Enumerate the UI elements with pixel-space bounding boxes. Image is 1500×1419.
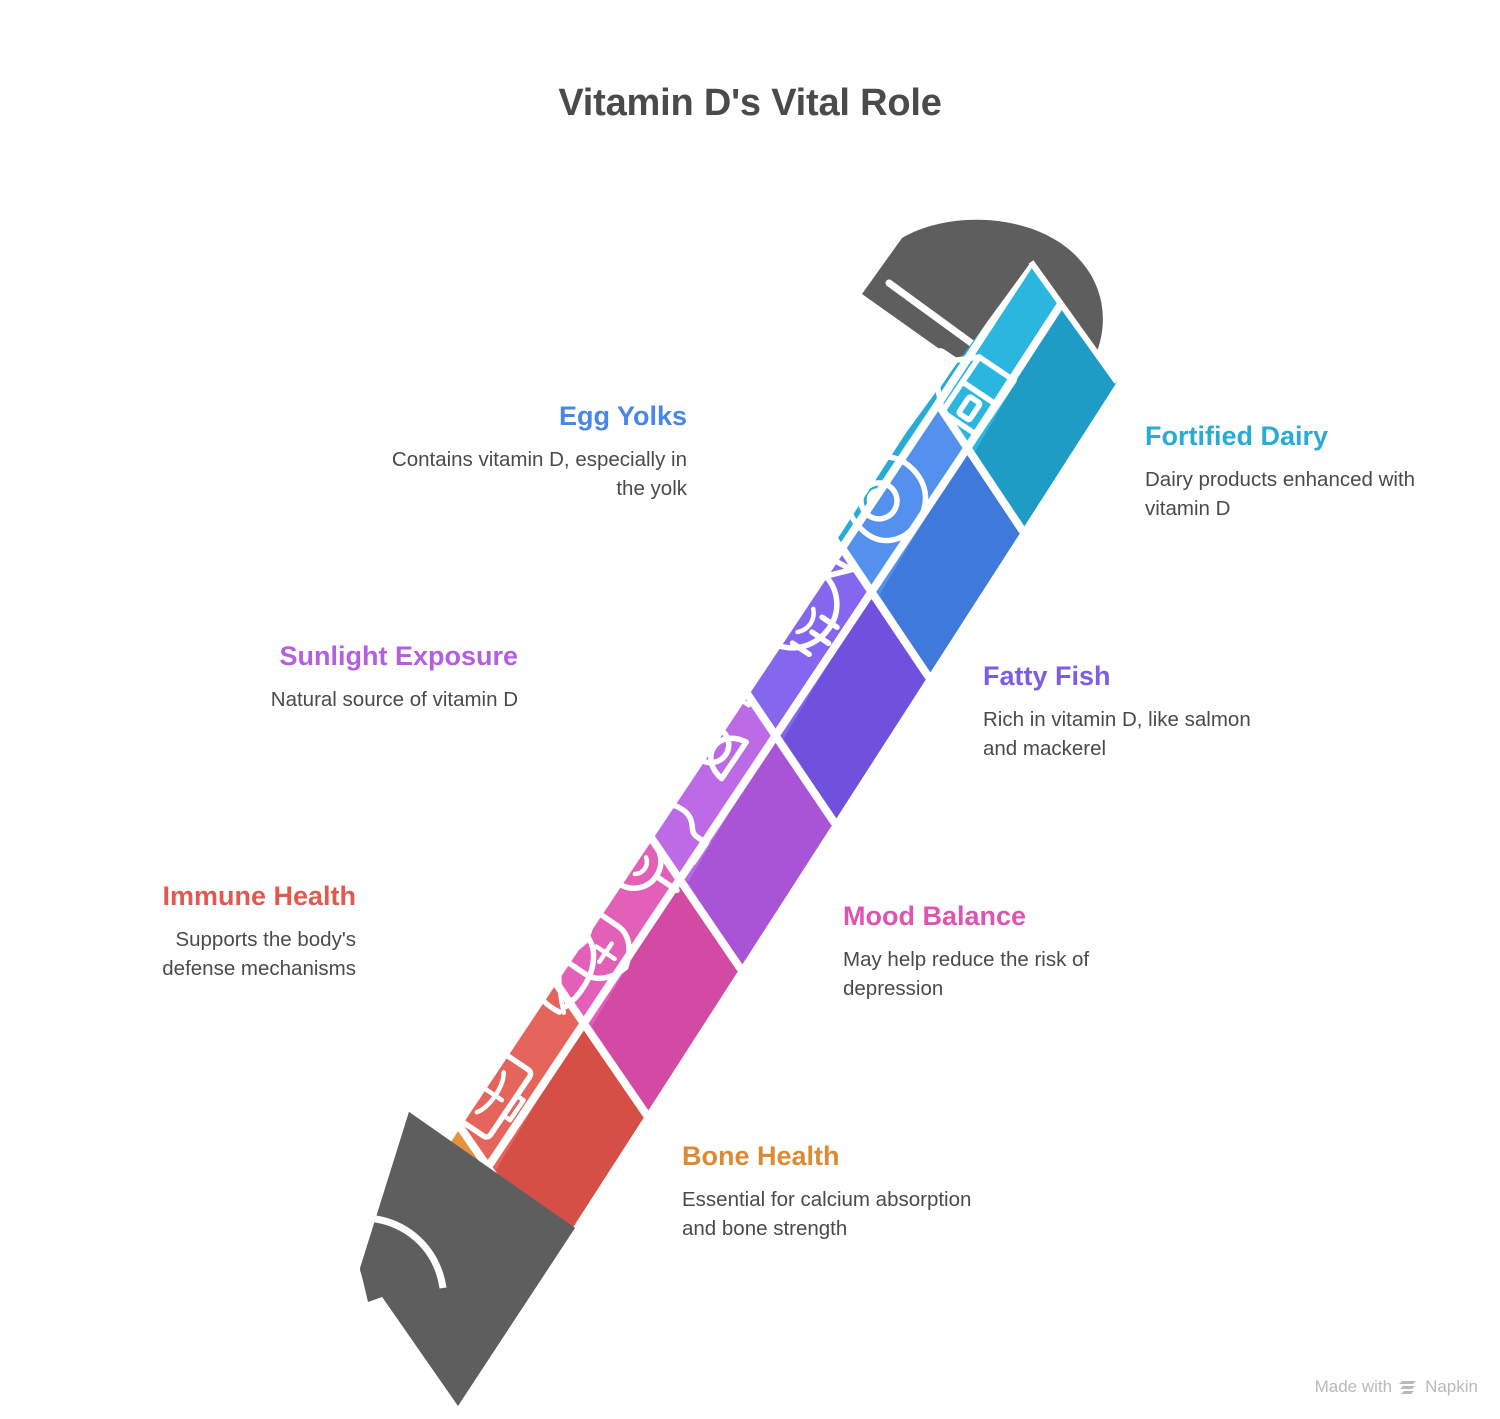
callout-fatty-fish: Fatty Fish Rich in vitamin D, like salmo…	[983, 660, 1283, 763]
callout-description: Essential for calcium absorption and bon…	[682, 1188, 972, 1240]
callout-description: Supports the body's defense mechanisms	[162, 928, 356, 980]
callout-title: Egg Yolks	[558, 401, 687, 431]
pencil-barrel-edges	[1028, 260, 1120, 384]
leaf-shield-icon	[528, 908, 632, 1015]
callout-bone-health: Bone Health Essential for calcium absorp…	[682, 1140, 982, 1243]
callout-description: Dairy products enhanced with vitamin D	[1145, 468, 1416, 520]
callout-mood-balance: Mood Balance May help reduce the risk of…	[843, 900, 1163, 1003]
callout-description: Rich in vitamin D, like salmon and macke…	[983, 708, 1251, 760]
callout-fortified-dairy: Fortified Dairy Dairy products enhanced …	[1145, 420, 1445, 523]
callout-sunlight-exposure: Sunlight Exposure Natural source of vita…	[196, 640, 518, 715]
callout-title: Sunlight Exposure	[279, 641, 518, 671]
callout-title: Fortified Dairy	[1145, 421, 1329, 451]
head-smile-icon	[604, 800, 710, 894]
pencil-tip	[360, 1112, 575, 1406]
callout-title: Fatty Fish	[983, 661, 1111, 691]
page-title: Vitamin D's Vital Role	[558, 82, 942, 124]
callout-title: Bone Health	[682, 1141, 840, 1171]
napkin-watermark: Made with Napkin	[1315, 1377, 1478, 1397]
callout-title: Mood Balance	[843, 901, 1027, 931]
watermark-brand: Napkin	[1425, 1377, 1478, 1396]
callout-description: Natural source of vitamin D	[270, 688, 518, 712]
fried-egg-icon	[844, 454, 929, 544]
xray-bone-icon	[433, 1041, 534, 1140]
milk-carton-icon	[921, 348, 1017, 438]
callout-egg-yolks: Egg Yolks Contains vitamin D, especially…	[365, 400, 687, 503]
callout-title: Immune Health	[162, 881, 356, 911]
callout-immune-health: Immune Health Supports the body's defens…	[98, 880, 356, 983]
person-sun-icon	[690, 657, 756, 782]
callout-description: Contains vitamin D, especially in the yo…	[391, 448, 687, 500]
napkin-logo-icon	[1399, 1379, 1418, 1396]
segment-icons	[433, 348, 1017, 1140]
watermark-prefix: Made with	[1314, 1377, 1393, 1396]
callout-description: May help reduce the risk of depression	[843, 948, 1090, 1000]
fish-icon	[753, 546, 855, 658]
